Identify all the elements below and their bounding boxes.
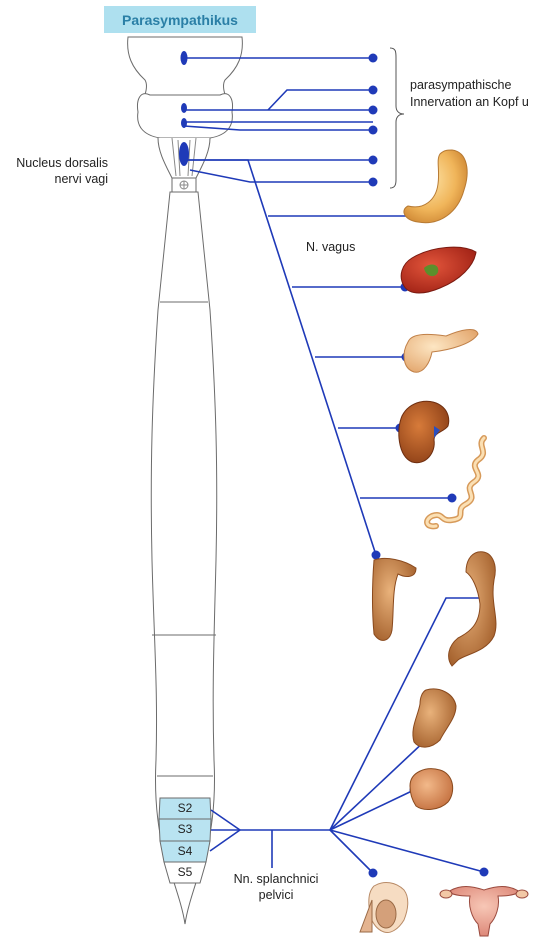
vagus-label: N. vagus: [306, 240, 355, 255]
kidney-icon: [399, 401, 449, 462]
colon-descending-icon: [449, 552, 496, 666]
liver-icon: [401, 247, 476, 293]
head-innervation-label-line1: parasympathische: [410, 78, 511, 93]
nucleus-label-line1: Nucleus dorsalis: [6, 156, 108, 171]
diagram-title: Parasympathikus: [104, 6, 256, 33]
pancreas-icon: [404, 330, 478, 373]
uterus-icon: [440, 887, 528, 937]
bladder-icon: [410, 769, 453, 810]
small-intestine-icon: [427, 438, 484, 526]
splanchnici-label-line1: Nn. splanchnici: [224, 872, 328, 887]
segment-s2: S2: [165, 801, 205, 815]
head-innervation-bracket: [390, 48, 404, 188]
segment-s5: S5: [165, 865, 205, 879]
splanchnici-label-line2: pelvici: [224, 888, 328, 903]
segment-s3: S3: [165, 822, 205, 836]
male-genitals-icon: [360, 883, 408, 933]
rectum-icon: [413, 689, 456, 747]
head-innervation-label-line2: Innervation an Kopf u: [410, 95, 529, 110]
nucleus-label-line2: nervi vagi: [6, 172, 108, 187]
nerve-endpoints: [369, 54, 490, 878]
stomach-icon: [404, 150, 467, 223]
segment-s4: S4: [165, 844, 205, 858]
colon-ascending-icon: [373, 558, 417, 640]
